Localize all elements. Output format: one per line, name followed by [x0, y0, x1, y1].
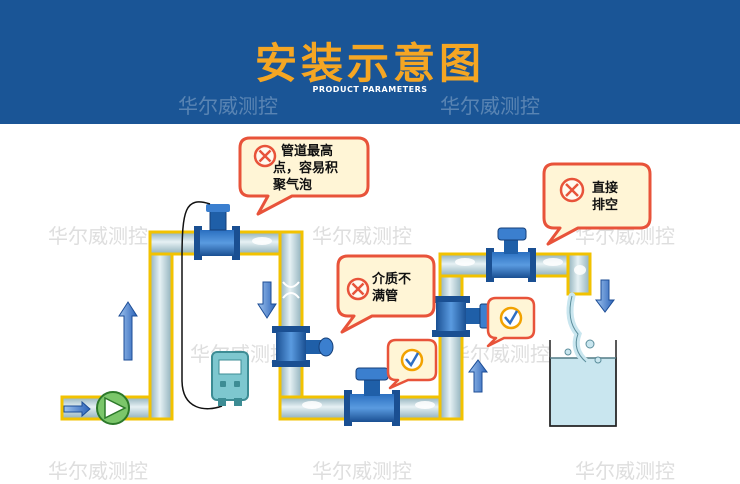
arrow-up-icon [118, 301, 138, 361]
arrow-right-icon [63, 400, 91, 418]
flowmeter-top [194, 204, 240, 260]
watermark: 华尔威测控 [48, 459, 148, 483]
watermark: 华尔威测控 [312, 459, 412, 483]
header-banner [0, 0, 740, 124]
check-icon [400, 348, 424, 372]
page-subtitle: PRODUCT PARAMETERS [312, 85, 428, 94]
transmitter-box [211, 351, 249, 406]
arrow-up-icon [468, 359, 488, 393]
watermark: 华尔威测控 [450, 342, 550, 366]
flowmeter-vertical-down [272, 326, 334, 367]
watermark: 华尔威测控 [312, 224, 412, 248]
callout-partially-filled-text: 介质不 满管 [372, 272, 412, 304]
flowmeter-discharge [486, 227, 536, 282]
flowmeter-vertical-up [432, 296, 491, 337]
check-icon [499, 306, 523, 330]
watermark: 华尔威测控 [178, 94, 278, 118]
flowmeter-bottom [344, 367, 400, 426]
arrow-down-icon [257, 281, 277, 319]
page-title: 安装示意图 [254, 39, 485, 88]
pump [96, 391, 130, 425]
callout-highest-point-text: 管道最高 点，容易积 聚气泡 [273, 144, 339, 193]
callout-direct-discharge [542, 162, 652, 246]
flow-turbulence [282, 281, 300, 299]
flow-arrows [63, 279, 615, 418]
signal-cable [181, 201, 223, 410]
callout-direct-discharge-text: 直接 排空 [592, 181, 619, 213]
callout-correct-low [386, 338, 438, 390]
discharge-tank [549, 292, 617, 427]
watermark: 华尔威测控 [440, 94, 540, 118]
callout-highest-point [238, 136, 370, 216]
watermark: 华尔威测控 [48, 224, 148, 248]
callout-partially-filled [336, 254, 436, 334]
arrow-down-icon [595, 279, 615, 313]
pipe-highlights [252, 237, 586, 409]
callout-correct-vertical [486, 296, 536, 348]
watermark: 华尔威测控 [575, 459, 675, 483]
